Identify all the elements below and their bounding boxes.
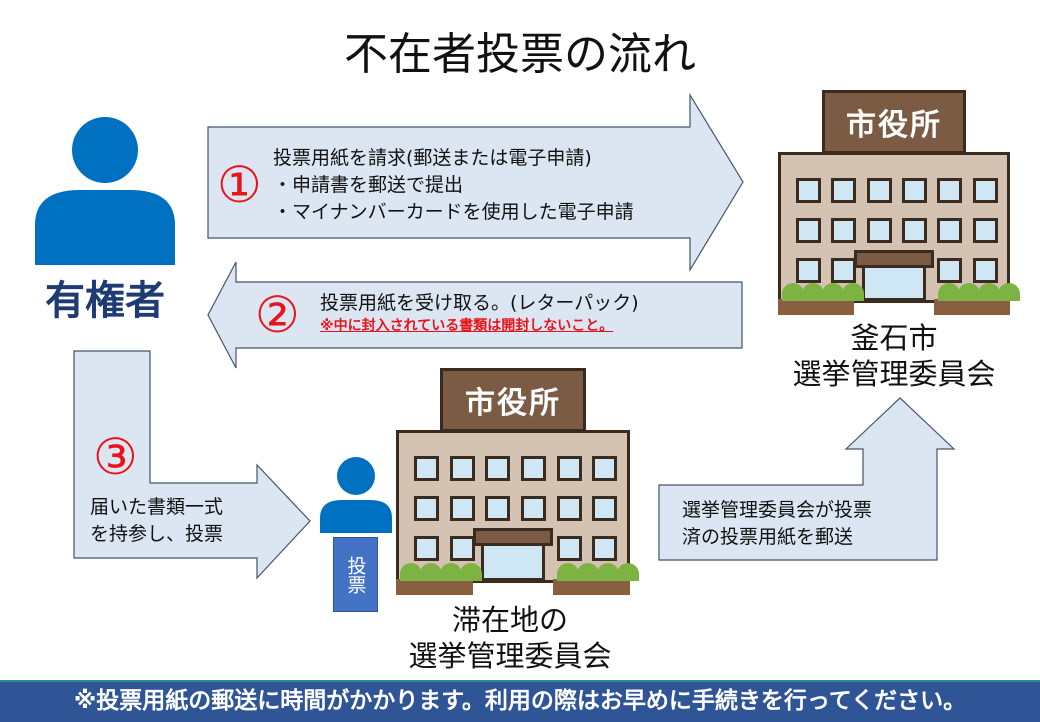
bush [577,563,599,581]
planter [778,299,854,315]
step2-text: 投票用紙を受け取る。(レターパック) ※中に封入されている書類は開封しないこと。 [320,290,639,335]
building-sign: 市役所 [440,368,586,432]
bush [460,563,482,581]
step1-line: 投票用紙を請求(郵送または電子申請) [273,147,592,169]
window [556,536,582,561]
step1-line: ・マイナンバーカードを使用した電子申請 [273,201,634,223]
bush [782,283,804,301]
window [556,496,582,521]
kamaishi-committee-label: 釜石市 選挙管理委員会 [778,320,1010,392]
window [937,218,963,243]
window [414,536,439,561]
window [831,178,857,203]
window [485,496,511,521]
window [414,496,439,521]
window [521,496,546,521]
step1-text: 投票用紙を請求(郵送または電子申請) ・申請書を郵送で提出 ・マイナンバーカード… [273,145,634,226]
step3-number: ③ [93,428,138,486]
bush [822,283,844,301]
planter [553,579,630,595]
bush [938,283,960,301]
entrance-door [862,265,926,301]
city-hall-building-icon: 市役所 [396,368,639,595]
city-hall-building-icon: 市役所 [778,90,1020,315]
window [902,178,927,203]
arrow-step3 [73,350,311,580]
window [796,218,821,243]
window [866,218,892,243]
bush [978,283,1000,301]
step4-text: 選挙管理委員会が投票 済の投票用紙を郵送 [682,497,872,551]
window [831,218,857,243]
step4-line: 済の投票用紙を郵送 [682,526,854,548]
page-title: 不在者投票の流れ [344,29,696,80]
window [972,218,998,243]
window [592,496,618,521]
window [521,456,546,481]
window [449,456,475,481]
entrance-door [481,543,545,581]
step3-line: 届いた書類一式 [90,496,224,518]
bush [400,563,422,581]
window [796,178,821,203]
step1-line: ・申請書を郵送で提出 [273,174,464,196]
bush [802,283,824,301]
arrow-step4 [658,397,956,561]
window [556,456,582,481]
bush [998,283,1020,301]
window [449,536,475,561]
step2-number: ② [255,286,300,344]
label-line: 選挙管理委員会 [792,357,996,391]
bush [842,283,864,301]
planter [934,299,1010,315]
bush [597,563,619,581]
arrow-step1 [207,92,744,273]
step3-line: を持参し、投票 [90,523,224,545]
building-sign: 市役所 [822,90,966,154]
small-person-icon [320,457,392,533]
planter [396,579,473,595]
label-line: 釜石市 [850,321,938,355]
window [592,456,618,481]
window [831,258,857,283]
ballot-box-icon: 投票 [333,537,378,612]
bush [440,563,462,581]
window [485,456,511,481]
window [937,178,963,203]
step4-line: 選挙管理委員会が投票 [682,499,873,521]
footer-notice: ※投票用紙の郵送に時間がかかります。利用の際はお早めに手続きを行ってください。 [0,680,1040,722]
bush [420,563,442,581]
voter-person-icon [35,117,175,265]
window [972,178,998,203]
label-line: 選挙管理委員会 [408,639,612,673]
label-line: 滞在地の [451,603,568,637]
voter-label: 有権者 [45,278,165,324]
window [796,258,821,283]
window [449,496,475,521]
window [592,536,618,561]
window [972,258,998,283]
window [414,456,439,481]
window [866,178,892,203]
step1-number: ① [217,156,262,214]
step2-line: 投票用紙を受け取る。(レターパック) [320,292,639,314]
arrow-step2 [207,261,743,369]
bush [557,563,579,581]
window [937,258,963,283]
step2-warning: ※中に封入されている書類は開封しないこと。 [320,318,614,334]
local-committee-label: 滞在地の 選挙管理委員会 [390,602,630,674]
bush [617,563,639,581]
window [902,218,927,243]
step3-text: 届いた書類一式 を持参し、投票 [90,494,223,548]
bush [958,283,980,301]
